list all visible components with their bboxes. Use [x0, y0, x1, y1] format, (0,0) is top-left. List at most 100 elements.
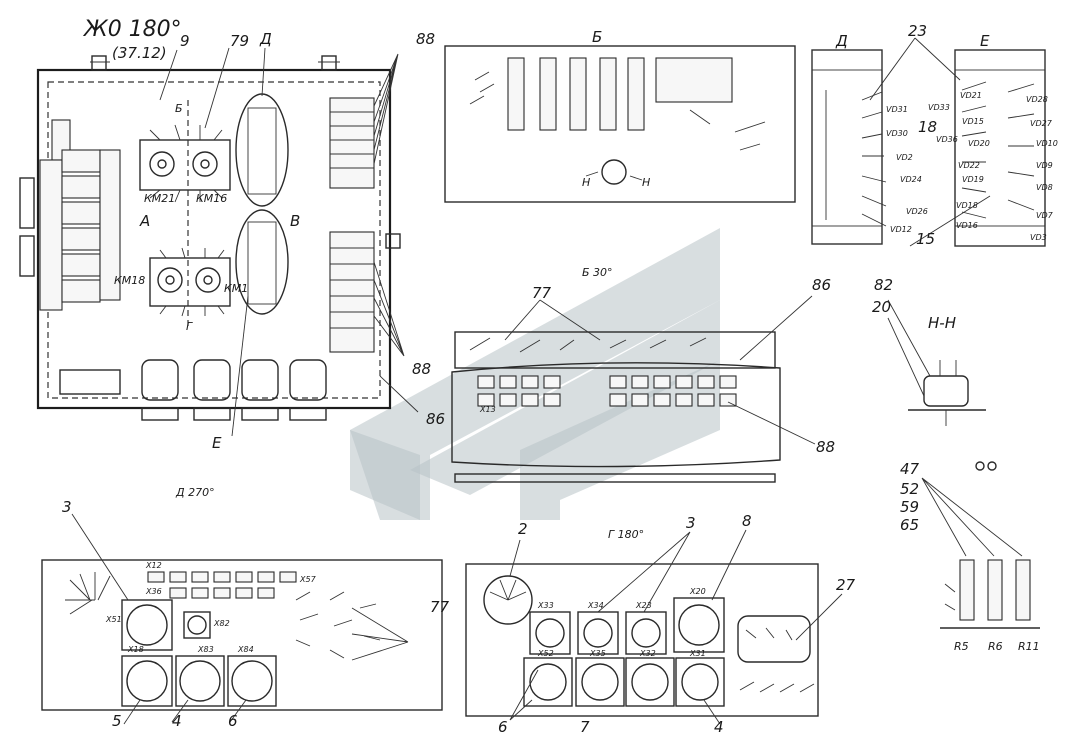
watermark-logo [350, 228, 720, 520]
contactor-block-upper [139, 124, 231, 203]
bottom-left-panel [41, 513, 443, 725]
vd2-label: VD2 [896, 153, 913, 162]
view-d-panel [811, 49, 887, 245]
vd24-label: VD24 [900, 175, 922, 184]
arrow-b-label: Б [175, 102, 183, 115]
callout-77-bottom: 77 [430, 598, 450, 616]
x23-label: X23 [635, 601, 652, 610]
callout-59: 59 [900, 498, 919, 516]
x18-label: X18 [127, 645, 144, 654]
vd19-label: VD19 [962, 175, 984, 184]
h-right-label: Н [642, 176, 650, 189]
round-connector [121, 599, 277, 707]
callout-27: 27 [836, 576, 856, 594]
section-hh-label: Н-Н [928, 314, 956, 332]
r5-label: R5 [954, 640, 969, 653]
km16-label: КМ16 [196, 192, 227, 205]
callout-6-left: 6 [228, 712, 238, 730]
x13-label: X13 [479, 405, 496, 414]
section-v-label: В [290, 212, 300, 230]
x34-label: X34 [587, 601, 604, 610]
arrow-g-label: Г [186, 320, 193, 333]
callout-65: 65 [900, 516, 919, 534]
designation-subtitle: (37.12) [112, 44, 167, 62]
bottom-capacitors [59, 359, 327, 421]
callout-47: 47 [900, 460, 920, 478]
x83-label: X83 [197, 645, 214, 654]
x52-label: X52 [537, 649, 554, 658]
designation-title: Ж0 180° [82, 17, 182, 42]
callout-23: 23 [908, 22, 927, 40]
section-h-h [887, 299, 986, 426]
callout-79: 79 [230, 32, 249, 50]
x35-label: X35 [589, 649, 606, 658]
x84-label: X84 [237, 645, 254, 654]
callout-18: 18 [918, 118, 937, 136]
km21-label: КМ21 [144, 192, 175, 205]
view-g-180-label: Г 180° [608, 528, 644, 541]
vd31-label: VD31 [886, 105, 908, 114]
contactor-block-lower [149, 247, 231, 317]
section-d-view: Д [835, 32, 848, 50]
vd9-label: VD9 [1036, 161, 1053, 170]
vd18-label: VD18 [956, 201, 978, 210]
section-a-label: А [139, 212, 150, 230]
vd33-label: VD33 [928, 103, 950, 112]
callout-3-left: 3 [62, 498, 72, 516]
callout-7: 7 [580, 718, 590, 736]
callout-88-right: 88 [816, 438, 835, 456]
callout-52: 52 [900, 480, 919, 498]
callout-3-right: 3 [686, 514, 696, 532]
main-assembly-view [19, 47, 419, 437]
left-terminal-stack [19, 119, 121, 311]
h-left-label: Н [582, 176, 590, 189]
x36-label: X36 [145, 587, 162, 596]
callout-15: 15 [916, 230, 935, 248]
vd30-label: VD30 [886, 129, 908, 138]
view-e-panel [869, 37, 1046, 247]
labels: Ж0 180° (37.12) 9 79 Д 88 Б Г А В КМ21 К… [62, 17, 1058, 736]
x31-label: X31 [689, 649, 706, 658]
view-b-30-label: Б 30° [582, 266, 613, 279]
x57-label: X57 [299, 575, 317, 584]
vd7-label: VD7 [1036, 211, 1054, 220]
vd15-label: VD15 [962, 117, 984, 126]
vd28-label: VD28 [1026, 95, 1048, 104]
vd21-label: VD21 [960, 91, 982, 100]
callout-4-left: 4 [172, 712, 182, 730]
section-e-main: Е [212, 434, 222, 452]
callout-20: 20 [872, 298, 891, 316]
bottom-right-panel [465, 529, 843, 725]
vd27-label: VD27 [1030, 119, 1053, 128]
oval-components [235, 93, 289, 315]
callout-5: 5 [112, 712, 122, 730]
callout-88-top: 88 [416, 30, 435, 48]
r6-label: R6 [988, 640, 1003, 653]
callout-88-mid: 88 [412, 360, 431, 378]
resistor-group [921, 461, 1040, 629]
section-b-view: Б [592, 28, 602, 46]
x51-label: X51 [105, 615, 122, 624]
callout-8: 8 [742, 512, 752, 530]
callout-6-right: 6 [498, 718, 508, 736]
middle-connector-panel [451, 295, 816, 483]
view-b-component-columns [507, 57, 733, 131]
x12-label: X12 [145, 561, 162, 570]
x20-label: X20 [689, 587, 706, 596]
callout-86-left: 86 [426, 410, 445, 428]
callout-9: 9 [180, 32, 190, 50]
callout-82: 82 [874, 276, 893, 294]
km18-label: КМ18 [114, 274, 145, 287]
vd36-label: VD36 [936, 135, 958, 144]
view-d-270-label: Д 270° [175, 486, 215, 499]
x82-label: X82 [213, 619, 230, 628]
vd3-label: VD3 [1030, 233, 1047, 242]
callout-2: 2 [518, 520, 528, 538]
bottom-left-terminals [147, 571, 297, 599]
vd8-label: VD8 [1036, 183, 1053, 192]
r11-label: R11 [1018, 640, 1040, 653]
x32-label: X32 [639, 649, 656, 658]
vd20-label: VD20 [968, 139, 990, 148]
vd26-label: VD26 [906, 207, 928, 216]
